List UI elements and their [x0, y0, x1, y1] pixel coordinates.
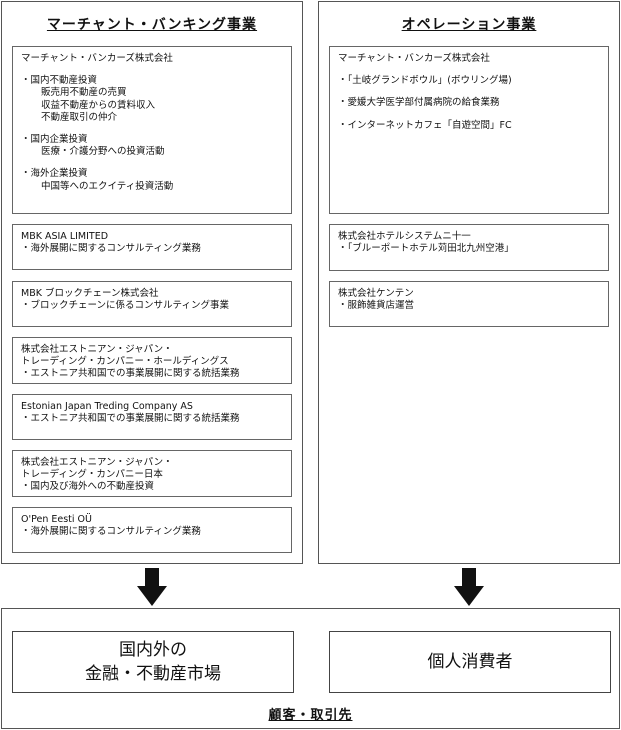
box-line: ・「ブルーポートホテル苅田北九州空港」 [338, 243, 514, 255]
left-down-arrow-icon [137, 568, 167, 606]
individual-consumers-box: 個人消費者 [329, 631, 611, 693]
box-line: 株式会社エストニアン・ジャパン・ [21, 344, 173, 355]
kenten-box: 株式会社ケンテン ・服飾雑貨店運営 [329, 281, 609, 327]
group-item: 不動産取引の仲介 [41, 111, 118, 123]
estonian-japan-nippon-box: 株式会社エストニアン・ジャパン・ トレーディング・カンパニー日本 ・国内及び海外… [12, 450, 292, 497]
box-line: ・ブロックチェーンに係るコンサルティング事業 [21, 300, 229, 312]
box-line: 株式会社エストニアン・ジャパン・ [21, 457, 173, 468]
group-item: 医療・介護分野への投資活動 [41, 146, 165, 158]
hotel-system-box: 株式会社ホテルシステムニ十一 ・「ブルーポートホテル苅田北九州空港」 [329, 224, 609, 271]
box-line: トレーディング・カンパニー・ホールディングス [21, 356, 229, 368]
box-line: ・服飾雑貨店運営 [338, 300, 415, 312]
right-down-arrow-icon [454, 568, 484, 606]
group-item: 中国等へのエクイティ投資活動 [41, 180, 174, 192]
box-line: MBK ブロックチェーン株式会社 [21, 288, 159, 299]
operation-item: ・「土岐グランドボウル」(ボウリング場) [338, 75, 512, 87]
box-line: 株式会社ケンテン [338, 288, 414, 299]
financial-real-estate-market-box: 国内外の 金融・不動産市場 [12, 631, 294, 693]
market-line: 国内外の [119, 640, 187, 660]
customers-partners-label: 顧客・取引先 [268, 708, 353, 723]
operation-title: オペレーション事業 [401, 17, 537, 33]
box-line: ・海外展開に関するコンサルティング業務 [21, 526, 201, 538]
open-eesti-box: O'Pen Eesti OÜ ・海外展開に関するコンサルティング業務 [12, 507, 292, 553]
market-line: 金融・不動産市場 [85, 664, 221, 684]
merchant-bankers-main-box: マーチャント・バンカーズ株式会社 ・国内不動産投資 販売用不動産の売買 収益不動… [12, 46, 292, 214]
group-item: 販売用不動産の売買 [41, 87, 127, 99]
operation-main-box: マーチャント・バンカーズ株式会社 ・「土岐グランドボウル」(ボウリング場) ・愛… [329, 46, 609, 214]
box-line: トレーディング・カンパニー日本 [21, 469, 163, 481]
group-item: 収益不動産からの賃料収入 [41, 99, 156, 111]
mbk-asia-box: MBK ASIA LIMITED ・海外展開に関するコンサルティング業務 [12, 224, 292, 270]
box-line: Estonian Japan Treding Company AS [21, 401, 193, 412]
customers-panel: 国内外の 金融・不動産市場 個人消費者 顧客・取引先 [1, 608, 620, 729]
box-line: 株式会社ホテルシステムニ十一 [338, 231, 471, 242]
operation-item: ・インターネットカフェ「自遊空間」FC [338, 119, 512, 131]
box-line: MBK ASIA LIMITED [21, 231, 109, 242]
estonian-holdings-box: 株式会社エストニアン・ジャパン・ トレーディング・カンパニー・ホールディングス … [12, 337, 292, 384]
box-line: ・国内及び海外への不動産投資 [21, 481, 155, 493]
company-name: マーチャント・バンカーズ株式会社 [21, 53, 173, 64]
mbk-blockchain-box: MBK ブロックチェーン株式会社 ・ブロックチェーンに係るコンサルティング事業 [12, 281, 292, 327]
consumers-label: 個人消費者 [427, 652, 513, 672]
box-line: ・エストニア共和国での事業展開に関する統括業務 [21, 413, 240, 425]
box-line: ・海外展開に関するコンサルティング業務 [21, 243, 201, 255]
merchant-banking-panel: マーチャント・バンキング事業 マーチャント・バンカーズ株式会社 ・国内不動産投資… [1, 1, 303, 564]
merchant-banking-title: マーチャント・バンキング事業 [46, 17, 258, 33]
box-line: O'Pen Eesti OÜ [21, 514, 92, 525]
group-heading: ・国内企業投資 [21, 134, 88, 146]
box-line: ・エストニア共和国での事業展開に関する統括業務 [21, 368, 240, 380]
group-heading: ・海外企業投資 [21, 168, 88, 180]
company-name: マーチャント・バンカーズ株式会社 [338, 53, 490, 64]
operation-panel: オペレーション事業 マーチャント・バンカーズ株式会社 ・「土岐グランドボウル」(… [318, 1, 620, 564]
operation-item: ・愛媛大学医学部付属病院の給食業務 [338, 97, 500, 109]
estonian-japan-as-box: Estonian Japan Treding Company AS ・エストニア… [12, 394, 292, 440]
group-heading: ・国内不動産投資 [21, 75, 98, 87]
